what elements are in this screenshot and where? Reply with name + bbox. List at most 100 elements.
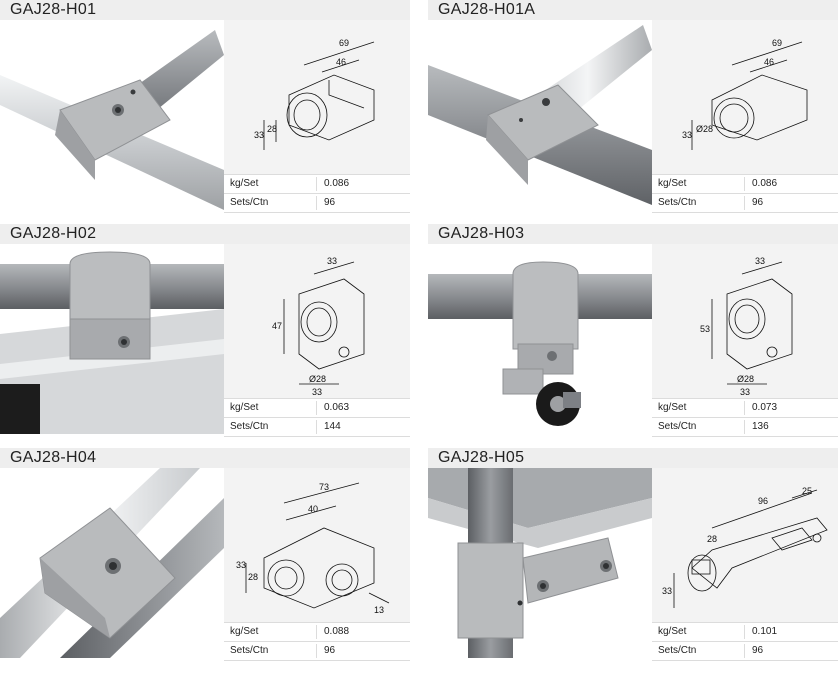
product-card-h03: GAJ28-H03 [428,224,838,437]
dim-4: 33 [662,586,672,596]
spec-value: 96 [752,197,764,208]
spec-value: 0.086 [752,178,778,189]
dim-3: Ø28 [309,374,326,384]
technical-drawing-icon: 33 53 Ø28 33 [700,256,793,397]
dim-1: 33 [755,256,765,266]
spec-table: kg/Set 0.073 Sets/Ctn 136 [652,398,838,437]
product-card-h04: GAJ28-H04 [0,448,410,661]
dim-4: Ø28 [696,124,713,134]
joint-photo-icon [428,244,652,434]
technical-drawing: 69 46 33 28 [224,20,410,174]
spec-row-quantity: Sets/Ctn 96 [224,642,410,661]
dim-3: Ø28 [737,374,754,384]
product-card-h02: GAJ28-H02 33 [0,224,410,437]
product-code: GAJ28-H02 [0,224,410,244]
spec-value: 0.073 [752,402,778,413]
spec-value: 0.086 [324,178,350,189]
joint-photo-icon [0,20,224,210]
dim-2: 46 [336,57,346,67]
product-photo [428,244,652,434]
spec-row-quantity: Sets/Ctn 144 [224,418,410,437]
spec-value: 96 [752,645,764,656]
spec-label: kg/Set [230,626,259,637]
joint-photo-icon [0,468,224,658]
spec-value: 96 [324,645,336,656]
product-photo [0,20,224,210]
spec-row-quantity: Sets/Ctn 96 [652,642,838,661]
joint-photo-icon [428,20,652,210]
spec-value: 0.088 [324,626,350,637]
technical-drawing-icon: 73 40 33 28 13 [236,482,390,615]
spec-label: Sets/Ctn [658,421,697,432]
dim-1: 33 [327,256,337,266]
dim-4: 28 [267,124,277,134]
technical-drawing-icon: 69 46 33 Ø28 [682,38,808,150]
spec-label: kg/Set [230,402,259,413]
product-photo [0,468,224,658]
spec-table: kg/Set 0.063 Sets/Ctn 144 [224,398,410,437]
dim-3: 33 [682,130,692,140]
technical-drawing: 69 46 33 Ø28 [652,20,838,174]
spec-row-weight: kg/Set 0.086 [224,174,410,194]
product-photo [428,468,652,658]
product-code: GAJ28-H05 [428,448,838,468]
technical-drawing-icon: 69 46 33 28 [254,38,375,150]
product-code: GAJ28-H01 [0,0,410,20]
spec-row-weight: kg/Set 0.063 [224,398,410,418]
product-card-h01a: GAJ28-H01A 69 4 [428,0,838,213]
spec-row-weight: kg/Set 0.073 [652,398,838,418]
dim-3: 33 [254,130,264,140]
product-code: GAJ28-H01A [428,0,838,20]
product-card-h05: GAJ28-H05 [428,448,838,661]
product-card-h01: GAJ28-H01 [0,0,410,213]
joint-photo-icon [428,468,652,658]
dim-2: 53 [700,324,710,334]
product-photo [0,244,224,434]
dim-2: 47 [272,321,282,331]
dim-4: 33 [312,387,322,397]
spec-table: kg/Set 0.088 Sets/Ctn 96 [224,622,410,661]
dim-4: 28 [248,572,258,582]
dim-1: 69 [772,38,782,48]
dim-2: 46 [764,57,774,67]
dim-2: 25 [802,486,812,496]
dim-4: 33 [740,387,750,397]
spec-value: 136 [752,421,769,432]
technical-drawing: 73 40 33 28 13 [224,468,410,622]
dim-5: 13 [374,605,384,615]
technical-drawing-icon: 96 25 28 33 [662,486,828,608]
dim-1: 73 [319,482,329,492]
product-code: GAJ28-H04 [0,448,410,468]
dim-3: 33 [236,560,246,570]
spec-value: 0.063 [324,402,350,413]
technical-drawing: 33 53 Ø28 33 [652,244,838,398]
spec-label: kg/Set [658,402,687,413]
dim-1: 96 [758,496,768,506]
technical-drawing: 33 47 Ø28 33 [224,244,410,398]
technical-drawing: 96 25 28 33 [652,468,838,622]
product-photo [428,20,652,210]
spec-value: 96 [324,197,336,208]
technical-drawing-icon: 33 47 Ø28 33 [272,256,365,397]
spec-value: 144 [324,421,341,432]
spec-label: kg/Set [658,626,687,637]
dim-1: 69 [339,38,349,48]
spec-row-quantity: Sets/Ctn 136 [652,418,838,437]
spec-label: Sets/Ctn [230,645,269,656]
spec-row-weight: kg/Set 0.088 [224,622,410,642]
spec-label: kg/Set [658,178,687,189]
spec-row-quantity: Sets/Ctn 96 [224,194,410,213]
spec-label: Sets/Ctn [230,421,269,432]
spec-table: kg/Set 0.086 Sets/Ctn 96 [224,174,410,213]
product-code: GAJ28-H03 [428,224,838,244]
dim-2: 40 [308,504,318,514]
spec-row-weight: kg/Set 0.086 [652,174,838,194]
joint-photo-icon [0,244,224,434]
spec-label: Sets/Ctn [658,645,697,656]
spec-label: kg/Set [230,178,259,189]
dim-3: 28 [707,534,717,544]
spec-label: Sets/Ctn [230,197,269,208]
